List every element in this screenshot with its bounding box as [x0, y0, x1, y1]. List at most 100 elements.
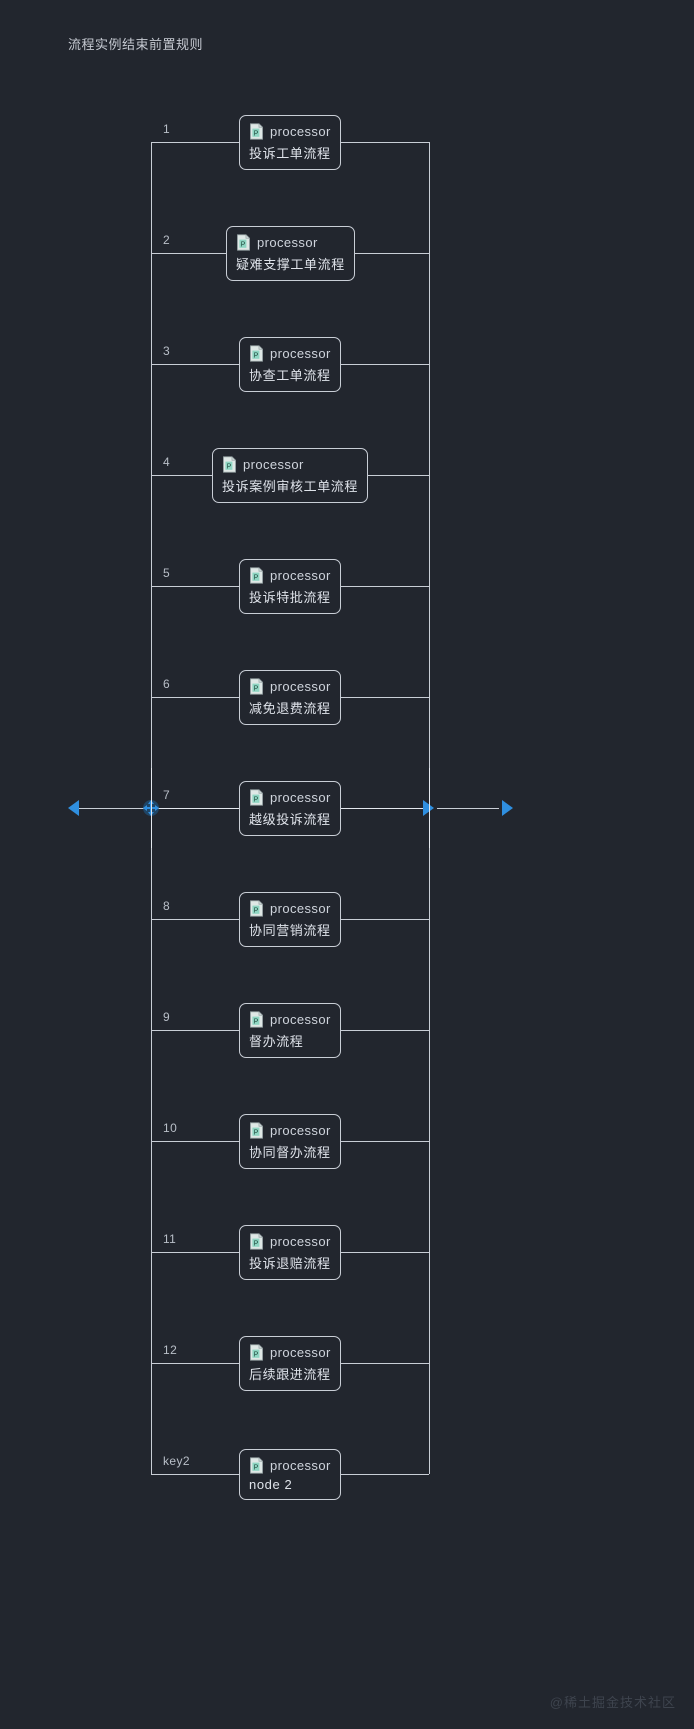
row-key-label: 8: [163, 899, 171, 913]
svg-text:P: P: [254, 1464, 259, 1471]
node-type-label: processor: [270, 900, 331, 916]
selection-line-right: [437, 808, 499, 809]
svg-text:P: P: [254, 574, 259, 581]
node-type-label: processor: [243, 456, 304, 472]
processor-doc-icon: P: [250, 1010, 263, 1028]
svg-text:P: P: [254, 1240, 259, 1247]
node-name-label: 协查工单流程: [249, 368, 331, 383]
row-key-label: 9: [163, 1010, 171, 1024]
node-name-label: 投诉退赔流程: [249, 1256, 331, 1271]
node-name-label: 越级投诉流程: [249, 812, 331, 827]
diagram-title: 流程实例结束前置规则: [68, 37, 204, 52]
selection-arrow-right-inner[interactable]: [423, 800, 434, 816]
processor-doc-icon: P: [250, 899, 263, 917]
node-type-label: processor: [270, 1457, 331, 1473]
row-key-label: 2: [163, 233, 171, 247]
processor-doc-icon: P: [250, 1232, 263, 1250]
row-key-label: 4: [163, 455, 171, 469]
active-rail-segment-left: [151, 768, 152, 848]
node-type-label: processor: [270, 1122, 331, 1138]
row-key-label: 10: [163, 1121, 178, 1135]
svg-text:P: P: [254, 130, 259, 137]
node-name-label: 督办流程: [249, 1034, 304, 1049]
row-key-label: 3: [163, 344, 171, 358]
node-name-label: 协同营销流程: [249, 923, 331, 938]
node-type-label: processor: [270, 678, 331, 694]
node-name-label: 协同督办流程: [249, 1145, 331, 1160]
processor-doc-icon: P: [250, 122, 263, 140]
svg-text:P: P: [254, 1129, 259, 1136]
node-type-label: processor: [270, 1344, 331, 1360]
svg-text:P: P: [227, 463, 232, 470]
watermark: @稀土掘金技术社区: [549, 1695, 676, 1710]
node-name-label: 减免退费流程: [249, 701, 331, 716]
row-key-label: 6: [163, 677, 171, 691]
node-type-label: processor: [270, 123, 331, 139]
node-type-label: processor: [270, 567, 331, 583]
node-name-label: 后续跟进流程: [249, 1367, 331, 1382]
processor-doc-icon: P: [223, 455, 236, 473]
row-key-label: 11: [163, 1232, 177, 1246]
processor-doc-icon: P: [250, 344, 263, 362]
selection-arrow-left[interactable]: [68, 800, 79, 816]
processor-doc-icon: P: [250, 566, 263, 584]
row-key-label: key2: [163, 1454, 190, 1468]
node-name-label: 投诉特批流程: [249, 590, 331, 605]
node-name-label: 投诉案例审核工单流程: [222, 479, 359, 494]
node-type-label: processor: [270, 789, 331, 805]
processor-doc-icon: P: [250, 1121, 263, 1139]
row-key-label: 12: [163, 1343, 178, 1357]
node-name-label: 疑难支撑工单流程: [236, 257, 345, 272]
row-key-label: 1: [163, 122, 171, 136]
processor-doc-icon: P: [250, 1456, 263, 1474]
svg-text:P: P: [254, 1018, 259, 1025]
node-type-label: processor: [270, 345, 331, 361]
selection-line-left: [79, 808, 151, 809]
row-key-label: 5: [163, 566, 171, 580]
svg-text:P: P: [254, 907, 259, 914]
svg-text:P: P: [254, 352, 259, 359]
node-type-label: processor: [257, 234, 318, 250]
svg-text:P: P: [254, 685, 259, 692]
processor-doc-icon: P: [250, 1343, 263, 1361]
node-type-label: processor: [270, 1233, 331, 1249]
row-key-label: 7: [163, 788, 171, 802]
selection-arrow-right-outer[interactable]: [502, 800, 513, 816]
processor-doc-icon: P: [250, 677, 263, 695]
node-name-label: node 2: [249, 1477, 293, 1492]
active-rail-segment-right: [429, 768, 430, 848]
processor-doc-icon: P: [250, 788, 263, 806]
svg-text:P: P: [254, 1351, 259, 1358]
processor-doc-icon: P: [237, 233, 250, 251]
node-type-label: processor: [270, 1011, 331, 1027]
node-name-label: 投诉工单流程: [249, 146, 331, 161]
svg-text:P: P: [254, 796, 259, 803]
